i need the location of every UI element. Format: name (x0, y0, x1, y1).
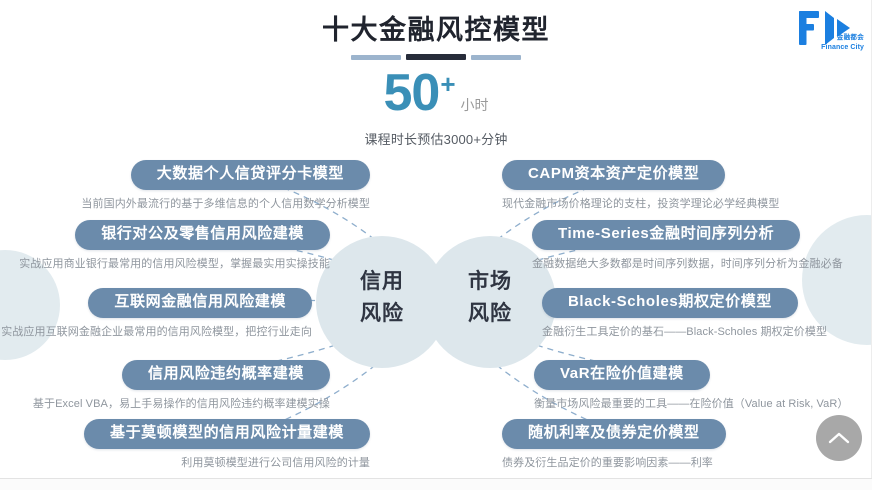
model-desc-right-2: 金融衍生工具定价的基石——Black-Scholes 期权定价模型 (542, 325, 828, 338)
hours-plus-sign: + (440, 68, 456, 99)
model-title-left-0[interactable]: 大数据个人信贷评分卡模型 (130, 160, 370, 190)
model-title-left-1[interactable]: 银行对公及零售信用风险建模 (75, 220, 330, 250)
model-title-right-2[interactable]: Black-Scholes期权定价模型 (542, 288, 798, 318)
hours-unit-label: 小时 (460, 96, 489, 113)
model-item-left-1[interactable]: 银行对公及零售信用风险建模 实战应用商业银行最常用的信用风险模型，掌握最实用实操… (0, 220, 330, 271)
model-title-left-4[interactable]: 基于莫顿模型的信用风险计量建模 (83, 419, 370, 449)
venn-label-market-line1: 市场 (468, 270, 512, 293)
model-desc-left-1: 实战应用商业银行最常用的信用风险模型，掌握最实用实操技能 (19, 257, 330, 270)
model-desc-right-0: 现代金融市场价格理论的支柱，投资学理论必学经典模型 (502, 197, 780, 210)
venn-label-market-line2: 风险 (468, 301, 512, 325)
venn-label-market-risk: 市场 风险 (424, 266, 556, 329)
model-desc-right-4: 债券及衍生品定价的重要影响因素——利率 (502, 456, 713, 469)
bottom-strip (0, 479, 872, 490)
page-title: 十大金融风控模型 (322, 15, 550, 45)
divider-bar-right (471, 54, 521, 60)
model-title-left-2[interactable]: 互联网金融信用风险建模 (88, 288, 312, 318)
hours-highlight: 50 + 小时 (0, 64, 872, 123)
model-desc-left-4: 利用莫顿模型进行公司信用风险的计量 (181, 456, 370, 469)
model-title-right-3[interactable]: VaR在险价值建模 (534, 360, 710, 390)
model-item-left-2[interactable]: 互联网金融信用风险建模 实战应用互联网金融企业最常用的信用风险模型，把控行业走向 (0, 288, 312, 339)
header: 十大金融风控模型 50 + 小时 课程时长预估3000+分钟 (0, 0, 872, 148)
model-item-right-4[interactable]: 随机利率及债券定价模型 债券及衍生品定价的重要影响因素——利率 (502, 419, 872, 470)
bottom-separator (0, 478, 872, 479)
logo-cn-text: 金融都会 (836, 34, 864, 41)
model-item-left-4[interactable]: 基于莫顿模型的信用风险计量建模 利用莫顿模型进行公司信用风险的计量 (0, 419, 370, 470)
brand-logo[interactable]: 金融都会 Finance City (794, 8, 866, 60)
model-item-right-0[interactable]: CAPM资本资产定价模型 现代金融市场价格理论的支柱，投资学理论必学经典模型 (502, 160, 872, 211)
model-item-right-1[interactable]: Time-Series金融时间序列分析 金融数据绝大多数都是时间序列数据，时间序… (532, 220, 872, 271)
model-item-left-3[interactable]: 信用风险违约概率建模 基于Excel VBA，易上手易操作的信用风险违约概率建模… (0, 360, 330, 411)
model-desc-left-2: 实战应用互联网金融企业最常用的信用风险模型，把控行业走向 (1, 325, 312, 338)
chevron-up-icon (828, 432, 850, 444)
venn-diagram: 信用 风险 市场 风险 (316, 236, 556, 368)
hours-number: 50 (383, 64, 440, 123)
divider-bar-left (351, 54, 401, 60)
divider-bar-center (406, 54, 466, 61)
model-title-left-3[interactable]: 信用风险违约概率建模 (121, 360, 330, 390)
model-desc-left-0: 当前国内外最流行的基于多维信息的个人信用数学分析模型 (81, 197, 370, 210)
model-item-right-2[interactable]: Black-Scholes期权定价模型 金融衍生工具定价的基石——Black-S… (542, 288, 872, 339)
model-item-left-0[interactable]: 大数据个人信贷评分卡模型 当前国内外最流行的基于多维信息的个人信用数学分析模型 (0, 160, 370, 211)
model-title-right-1[interactable]: Time-Series金融时间序列分析 (532, 220, 801, 250)
model-desc-right-3: 衡量市场风险最重要的工具——在险价值（Value at Risk, VaR） (534, 397, 849, 410)
course-duration-note: 课程时长预估3000+分钟 (364, 131, 508, 147)
title-divider (0, 54, 872, 61)
model-title-right-0[interactable]: CAPM资本资产定价模型 (502, 160, 726, 190)
venn-circle-market-risk (424, 236, 556, 368)
model-desc-left-3: 基于Excel VBA，易上手易操作的信用风险违约概率建模实操 (32, 397, 330, 410)
logo-en-text: Finance City (821, 44, 864, 51)
scroll-to-top-button[interactable] (816, 415, 862, 461)
fc-logo-mark-icon (799, 11, 850, 45)
model-item-right-3[interactable]: VaR在险价值建模 衡量市场风险最重要的工具——在险价值（Value at Ri… (534, 360, 872, 411)
model-title-right-4[interactable]: 随机利率及债券定价模型 (502, 419, 726, 449)
model-desc-right-1: 金融数据绝大多数都是时间序列数据，时间序列分析为金融必备 (532, 257, 843, 270)
